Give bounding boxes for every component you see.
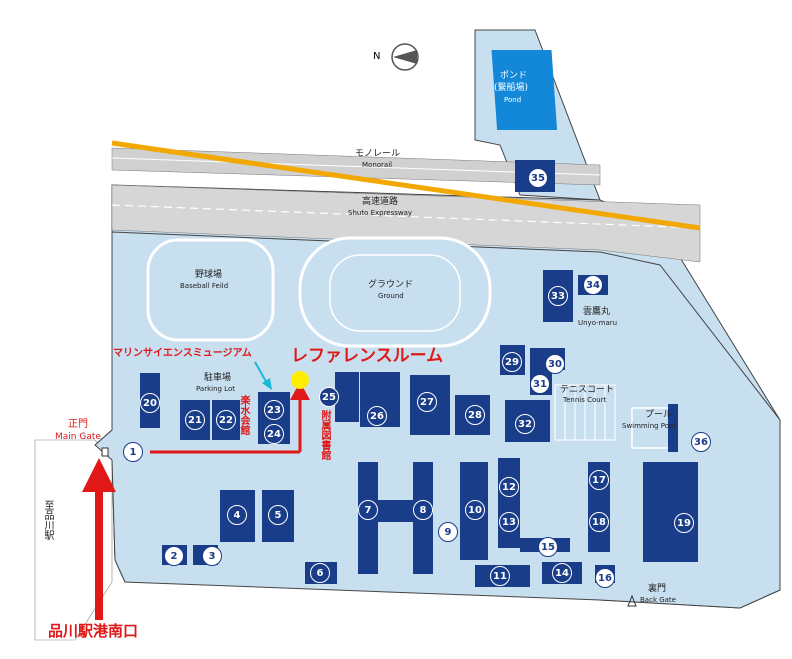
badge-21: 21 bbox=[185, 410, 205, 430]
badge-8: 8 bbox=[413, 500, 433, 520]
badge-7: 7 bbox=[358, 500, 378, 520]
back-gate-marker bbox=[627, 594, 637, 607]
compass-letter: N bbox=[373, 51, 381, 62]
back-gate-label-en: Back Gate bbox=[640, 596, 676, 604]
badge-6: 6 bbox=[310, 563, 330, 583]
rakusui-label: 楽水会館 bbox=[238, 395, 249, 435]
badge-33: 33 bbox=[548, 286, 568, 306]
route-line bbox=[150, 395, 302, 454]
badge-9: 9 bbox=[438, 522, 458, 542]
unyo-label-en: Unyo-maru bbox=[578, 319, 618, 327]
badge-20: 20 bbox=[140, 393, 160, 413]
badge-30: 30 bbox=[545, 354, 565, 374]
library-label: 附属図書館 bbox=[319, 410, 330, 460]
tennis-label-en: Tennis Court bbox=[563, 396, 607, 404]
pool-label-jp: プール bbox=[645, 410, 673, 420]
baseball-label-en: Baseball Feild bbox=[180, 282, 229, 290]
badge-31: 31 bbox=[530, 374, 550, 394]
badge-25: 25 bbox=[319, 387, 339, 407]
baseball-label-jp: 野球場 bbox=[195, 270, 223, 280]
badge-27: 27 bbox=[417, 392, 437, 412]
badge-23: 23 bbox=[264, 400, 284, 420]
pond-label-jp: ポンド bbox=[500, 71, 528, 81]
expressway-label-en: Shuto Expressway bbox=[348, 209, 413, 217]
badge-2: 2 bbox=[164, 546, 184, 566]
museum-label: マリンサイエンスミュージアム bbox=[113, 348, 252, 359]
parking-label-en: Parking Lot bbox=[196, 385, 235, 393]
pond-label-en: Pond bbox=[504, 96, 522, 104]
monorail-label-en: Monorail bbox=[362, 161, 393, 169]
badge-26: 26 bbox=[367, 406, 387, 426]
tennis-label-jp: テニスコート bbox=[560, 385, 615, 395]
badge-29: 29 bbox=[502, 352, 522, 372]
badge-13: 13 bbox=[499, 512, 519, 532]
station-arrow-head bbox=[82, 458, 116, 492]
bldg-12-13 bbox=[498, 458, 520, 548]
badge-34: 34 bbox=[583, 275, 603, 295]
badge-17: 17 bbox=[589, 470, 609, 490]
badge-19: 19 bbox=[674, 513, 694, 533]
ground-label-en: Ground bbox=[378, 292, 404, 300]
station-arrow-shaft bbox=[95, 470, 103, 620]
reference-room-marker bbox=[291, 371, 309, 389]
pool-label-en: Swimming Pool bbox=[622, 422, 676, 430]
unyo-label-jp: 雲鷹丸 bbox=[583, 307, 611, 317]
tennis-court bbox=[554, 384, 616, 441]
monorail-line bbox=[111, 140, 701, 231]
badge-16: 16 bbox=[595, 568, 615, 588]
badge-5: 5 bbox=[268, 505, 288, 525]
badge-3: 3 bbox=[202, 546, 222, 566]
badge-18: 18 bbox=[589, 512, 609, 532]
bldg-25 bbox=[335, 372, 359, 422]
main-gate-label-en: Main Gate bbox=[55, 432, 101, 442]
bldg-8 bbox=[378, 500, 413, 522]
expressway-label-jp: 高速道路 bbox=[362, 197, 399, 207]
to-shinagawa-label: 至品川駅 bbox=[42, 500, 53, 540]
badge-10: 10 bbox=[465, 500, 485, 520]
ground-label-jp: グラウンド bbox=[368, 280, 414, 290]
badge-22: 22 bbox=[216, 410, 236, 430]
pond-label-jp2: (繋船場) bbox=[494, 83, 529, 93]
badge-11: 11 bbox=[490, 566, 510, 586]
badge-4: 4 bbox=[227, 505, 247, 525]
badge-32: 32 bbox=[515, 414, 535, 434]
shinagawa-exit-label: 品川駅港南口 bbox=[48, 622, 139, 640]
badge-1: 1 bbox=[123, 442, 143, 462]
badge-28: 28 bbox=[465, 405, 485, 425]
badge-12: 12 bbox=[499, 477, 519, 497]
badge-14: 14 bbox=[552, 563, 572, 583]
badge-24: 24 bbox=[264, 424, 284, 444]
bldg-19 bbox=[643, 462, 698, 562]
main-gate-marker bbox=[101, 447, 109, 457]
route-arrow-head bbox=[290, 382, 310, 400]
main-gate-label-jp: 正門 bbox=[68, 419, 88, 430]
baseball-field bbox=[146, 238, 275, 342]
pond bbox=[491, 50, 558, 130]
compass-icon bbox=[391, 43, 419, 71]
badge-15: 15 bbox=[538, 537, 558, 557]
monorail-label-jp: モノレール bbox=[355, 149, 401, 159]
bldg-36 bbox=[668, 404, 678, 452]
reference-room-label: レファレンスルーム bbox=[291, 346, 444, 366]
badge-35: 35 bbox=[528, 168, 548, 188]
parking-label-jp: 駐車場 bbox=[204, 373, 232, 383]
back-gate-label-jp: 裏門 bbox=[648, 584, 667, 594]
badge-36: 36 bbox=[691, 432, 711, 452]
